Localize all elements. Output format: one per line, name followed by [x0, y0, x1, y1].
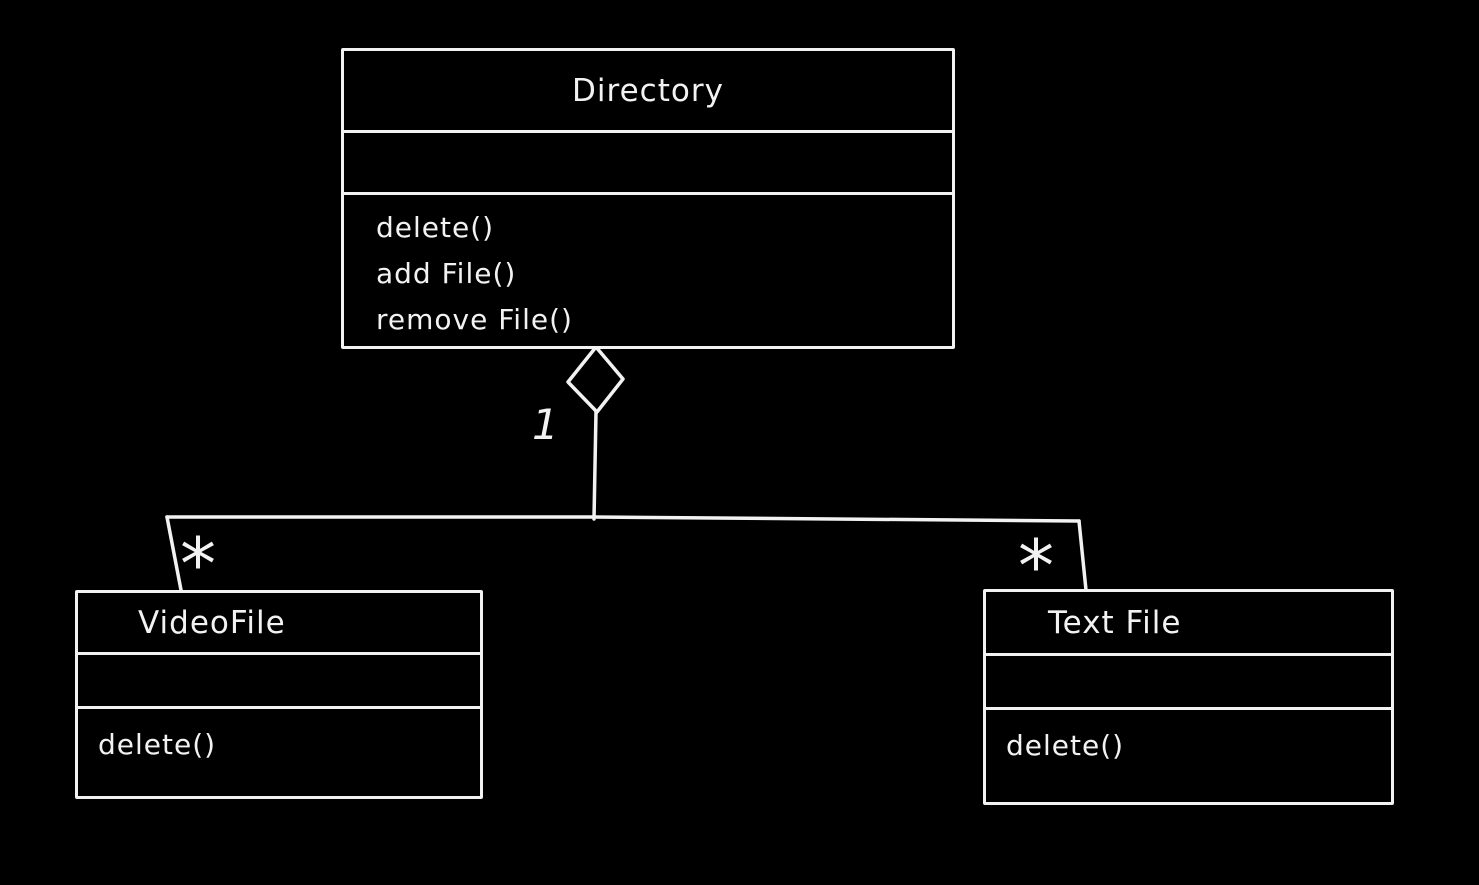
methods-compartment-textfile: delete()	[986, 710, 1391, 802]
multiplicity-parent: 1	[532, 400, 559, 449]
class-box-videofile[interactable]: VideoFile delete()	[75, 590, 483, 799]
class-box-directory[interactable]: Directory delete() add File() remove Fil…	[341, 48, 955, 349]
method-delete: delete()	[98, 728, 217, 761]
connector-horizontal	[165, 515, 1081, 523]
class-name-directory: Directory	[344, 51, 952, 133]
connector-right-drop	[1077, 519, 1088, 592]
class-box-textfile[interactable]: Text File delete()	[983, 589, 1394, 805]
method-delete: delete()	[376, 211, 495, 244]
method-remove-file: remove File()	[376, 303, 573, 336]
methods-compartment-directory: delete() add File() remove File()	[344, 195, 952, 346]
attributes-compartment-textfile	[986, 656, 1391, 710]
attributes-compartment-videofile	[78, 655, 480, 709]
class-name-textfile: Text File	[986, 592, 1391, 656]
multiplicity-left-child: *	[180, 522, 216, 606]
class-name-videofile: VideoFile	[78, 593, 480, 655]
method-delete: delete()	[1006, 729, 1125, 762]
methods-compartment-videofile: delete()	[78, 709, 480, 796]
connector-left-drop	[165, 515, 183, 592]
aggregation-diamond	[566, 345, 625, 414]
connector-stem	[592, 410, 598, 521]
attributes-compartment-directory	[344, 133, 952, 195]
method-add-file: add File()	[376, 257, 517, 290]
